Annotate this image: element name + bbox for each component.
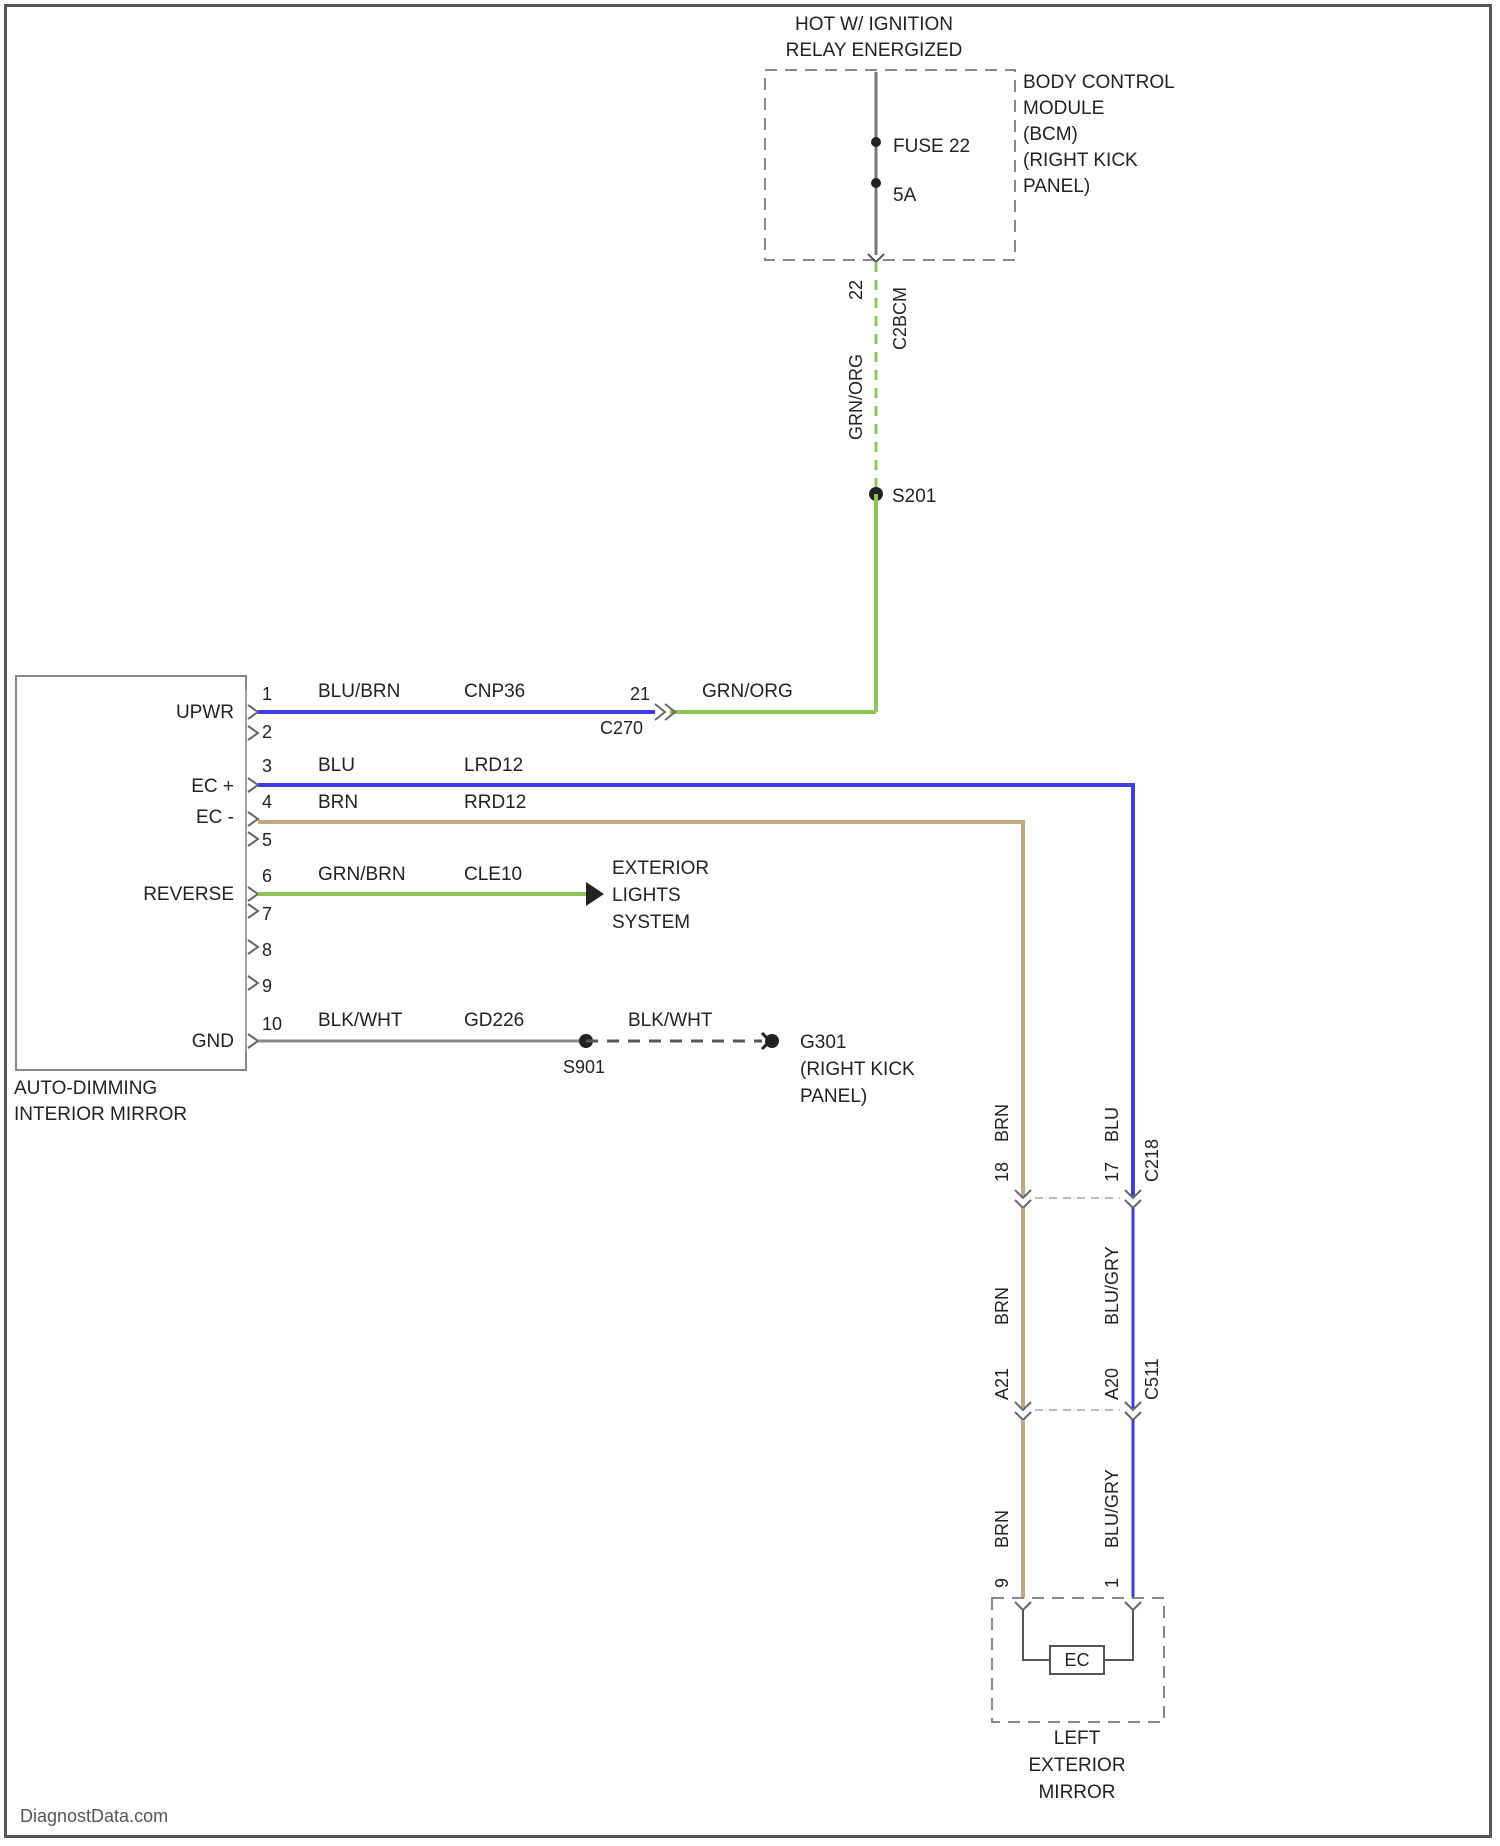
c218-brn-color: BRN (992, 1104, 1012, 1142)
fuse-terminal-top (871, 137, 881, 147)
ground-g301 (765, 1034, 779, 1048)
pin-number: 4 (262, 792, 272, 812)
power-source-line1: HOT W/ IGNITION (795, 14, 953, 35)
pin-1: 1 UPWR (176, 684, 272, 723)
pin-7: 7 (248, 904, 272, 924)
left-mirror-pin-blu (1125, 1602, 1141, 1610)
mirror-brn-pin: 9 (992, 1578, 1012, 1588)
fuse-label: FUSE 22 (893, 136, 970, 157)
c218-connector-id: C218 (1142, 1139, 1162, 1182)
brn-mid-color: BRN (992, 1287, 1012, 1325)
mirror-blu-pin: 1 (1102, 1578, 1122, 1588)
pin-5: 5 (248, 830, 272, 850)
left-mirror-label: LEFT EXTERIOR MIRROR (1028, 1728, 1125, 1803)
bcm-label-line-2: MODULE (1023, 98, 1104, 119)
upwr-green-color: GRN/ORG (702, 681, 793, 702)
blu-low-color: BLU/GRY (1102, 1469, 1122, 1548)
c511-blu-pin: A20 (1102, 1368, 1122, 1400)
bcm-label-line-3: (BCM) (1023, 124, 1078, 145)
mirror-module-label: AUTO-DIMMING INTERIOR MIRROR (14, 1078, 187, 1125)
left-mirror-label-line-3: MIRROR (1038, 1782, 1115, 1803)
pin-label: GND (192, 1031, 234, 1052)
pin-10: 10 GND (192, 1014, 282, 1052)
left-mirror-label-line-1: LEFT (1054, 1728, 1101, 1749)
left-mirror-internal-blu (1104, 1610, 1133, 1660)
ground-g301-label: G301 (RIGHT KICK PANEL) (800, 1032, 915, 1107)
fuse-amperage: 5A (893, 185, 917, 206)
pin-label: EC - (196, 807, 234, 828)
ec-minus-circuit: RRD12 (464, 792, 526, 813)
pin-2: 2 (248, 722, 272, 742)
left-mirror-pin-brn (1015, 1602, 1031, 1610)
reverse-wire-color: GRN/BRN (318, 864, 406, 885)
gnd-ground-color: BLK/WHT (628, 1010, 713, 1031)
bcm-pin-number: 22 (846, 280, 866, 300)
c218-brn-pin: 18 (992, 1162, 1012, 1182)
bcm-label-line-5: PANEL) (1023, 176, 1090, 197)
left-mirror-label-line-2: EXTERIOR (1028, 1755, 1125, 1776)
pin-number: 6 (262, 866, 272, 886)
pin-label: UPWR (176, 702, 234, 723)
upwr-wire-circuit: CNP36 (464, 681, 525, 702)
exterior-lights-line-2: LIGHTS (612, 885, 681, 906)
c511-brn-pin: A21 (992, 1368, 1012, 1400)
bcm-connector-id: C2BCM (890, 287, 910, 350)
c511-connector-id: C511 (1142, 1358, 1162, 1400)
c218-blu-color: BLU (1102, 1107, 1122, 1142)
pin-number: 2 (262, 722, 272, 742)
pin-number: 3 (262, 756, 272, 776)
pin-number: 7 (262, 904, 272, 924)
pin-6: 6 REVERSE (143, 866, 272, 905)
c218-blu-pin: 17 (1102, 1162, 1122, 1182)
left-mirror-internal-brn (1023, 1610, 1050, 1660)
splice-s901-label: S901 (563, 1057, 605, 1077)
bcm-label-line-1: BODY CONTROL (1023, 72, 1175, 93)
ec-plus-color: BLU (318, 755, 355, 776)
exterior-lights-label: EXTERIOR LIGHTS SYSTEM (612, 858, 709, 933)
gnd-wire-color: BLK/WHT (318, 1010, 403, 1031)
watermark: DiagnostData.com (20, 1806, 168, 1826)
pin-number: 1 (262, 684, 272, 704)
splice-s201-label: S201 (892, 486, 936, 507)
upwr-inline-pin: 21 (630, 684, 650, 704)
upwr-wire-color: BLU/BRN (318, 681, 400, 702)
gnd-wire-circuit: GD226 (464, 1010, 524, 1031)
bcm-label-line-4: (RIGHT KICK (1023, 150, 1138, 171)
bcm-label: BODY CONTROL MODULE (BCM) (RIGHT KICK PA… (1023, 72, 1175, 197)
pin-number: 10 (262, 1014, 282, 1034)
ec-element-label: EC (1064, 1650, 1089, 1670)
connector-c218: 18 BRN 17 BLU C218 (992, 1104, 1162, 1208)
exterior-lights-line-1: EXTERIOR (612, 858, 709, 879)
ec-minus-color: BRN (318, 792, 358, 813)
ec-plus-circuit: LRD12 (464, 755, 523, 776)
connector-c511: A21 A20 C511 (992, 1358, 1162, 1420)
blu-mid-color: BLU/GRY (1102, 1246, 1122, 1325)
ground-label-line-2: (RIGHT KICK (800, 1059, 915, 1080)
pin-9: 9 (248, 976, 272, 996)
ground-label-line-3: PANEL) (800, 1086, 867, 1107)
pin-label: REVERSE (143, 884, 234, 905)
mirror-connector: 1 UPWR 2 3 EC + 4 EC - 5 6 REVERSE 7 (143, 684, 282, 1052)
reverse-wire-circuit: CLE10 (464, 864, 522, 885)
brn-low-color: BRN (992, 1510, 1012, 1548)
fuse-terminal-bottom (871, 178, 881, 188)
upwr-inline-connector-id: C270 (600, 718, 643, 738)
pin-label: EC + (191, 776, 234, 797)
reverse-arrow (586, 882, 604, 906)
power-source-line2: RELAY ENERGIZED (786, 40, 963, 61)
pin-3: 3 EC + (191, 756, 272, 797)
pin-number: 9 (262, 976, 272, 996)
riser-wire-color: GRN/ORG (846, 354, 866, 440)
pin-8: 8 (248, 940, 272, 960)
pin-number: 8 (262, 940, 272, 960)
ground-label-line-1: G301 (800, 1032, 846, 1053)
mirror-module-box (16, 676, 246, 1070)
mirror-module-label-line-2: INTERIOR MIRROR (14, 1104, 187, 1125)
exterior-lights-line-3: SYSTEM (612, 912, 690, 933)
mirror-module-label-line-1: AUTO-DIMMING (14, 1078, 157, 1099)
bcm-box (765, 70, 1015, 260)
pin-number: 5 (262, 830, 272, 850)
